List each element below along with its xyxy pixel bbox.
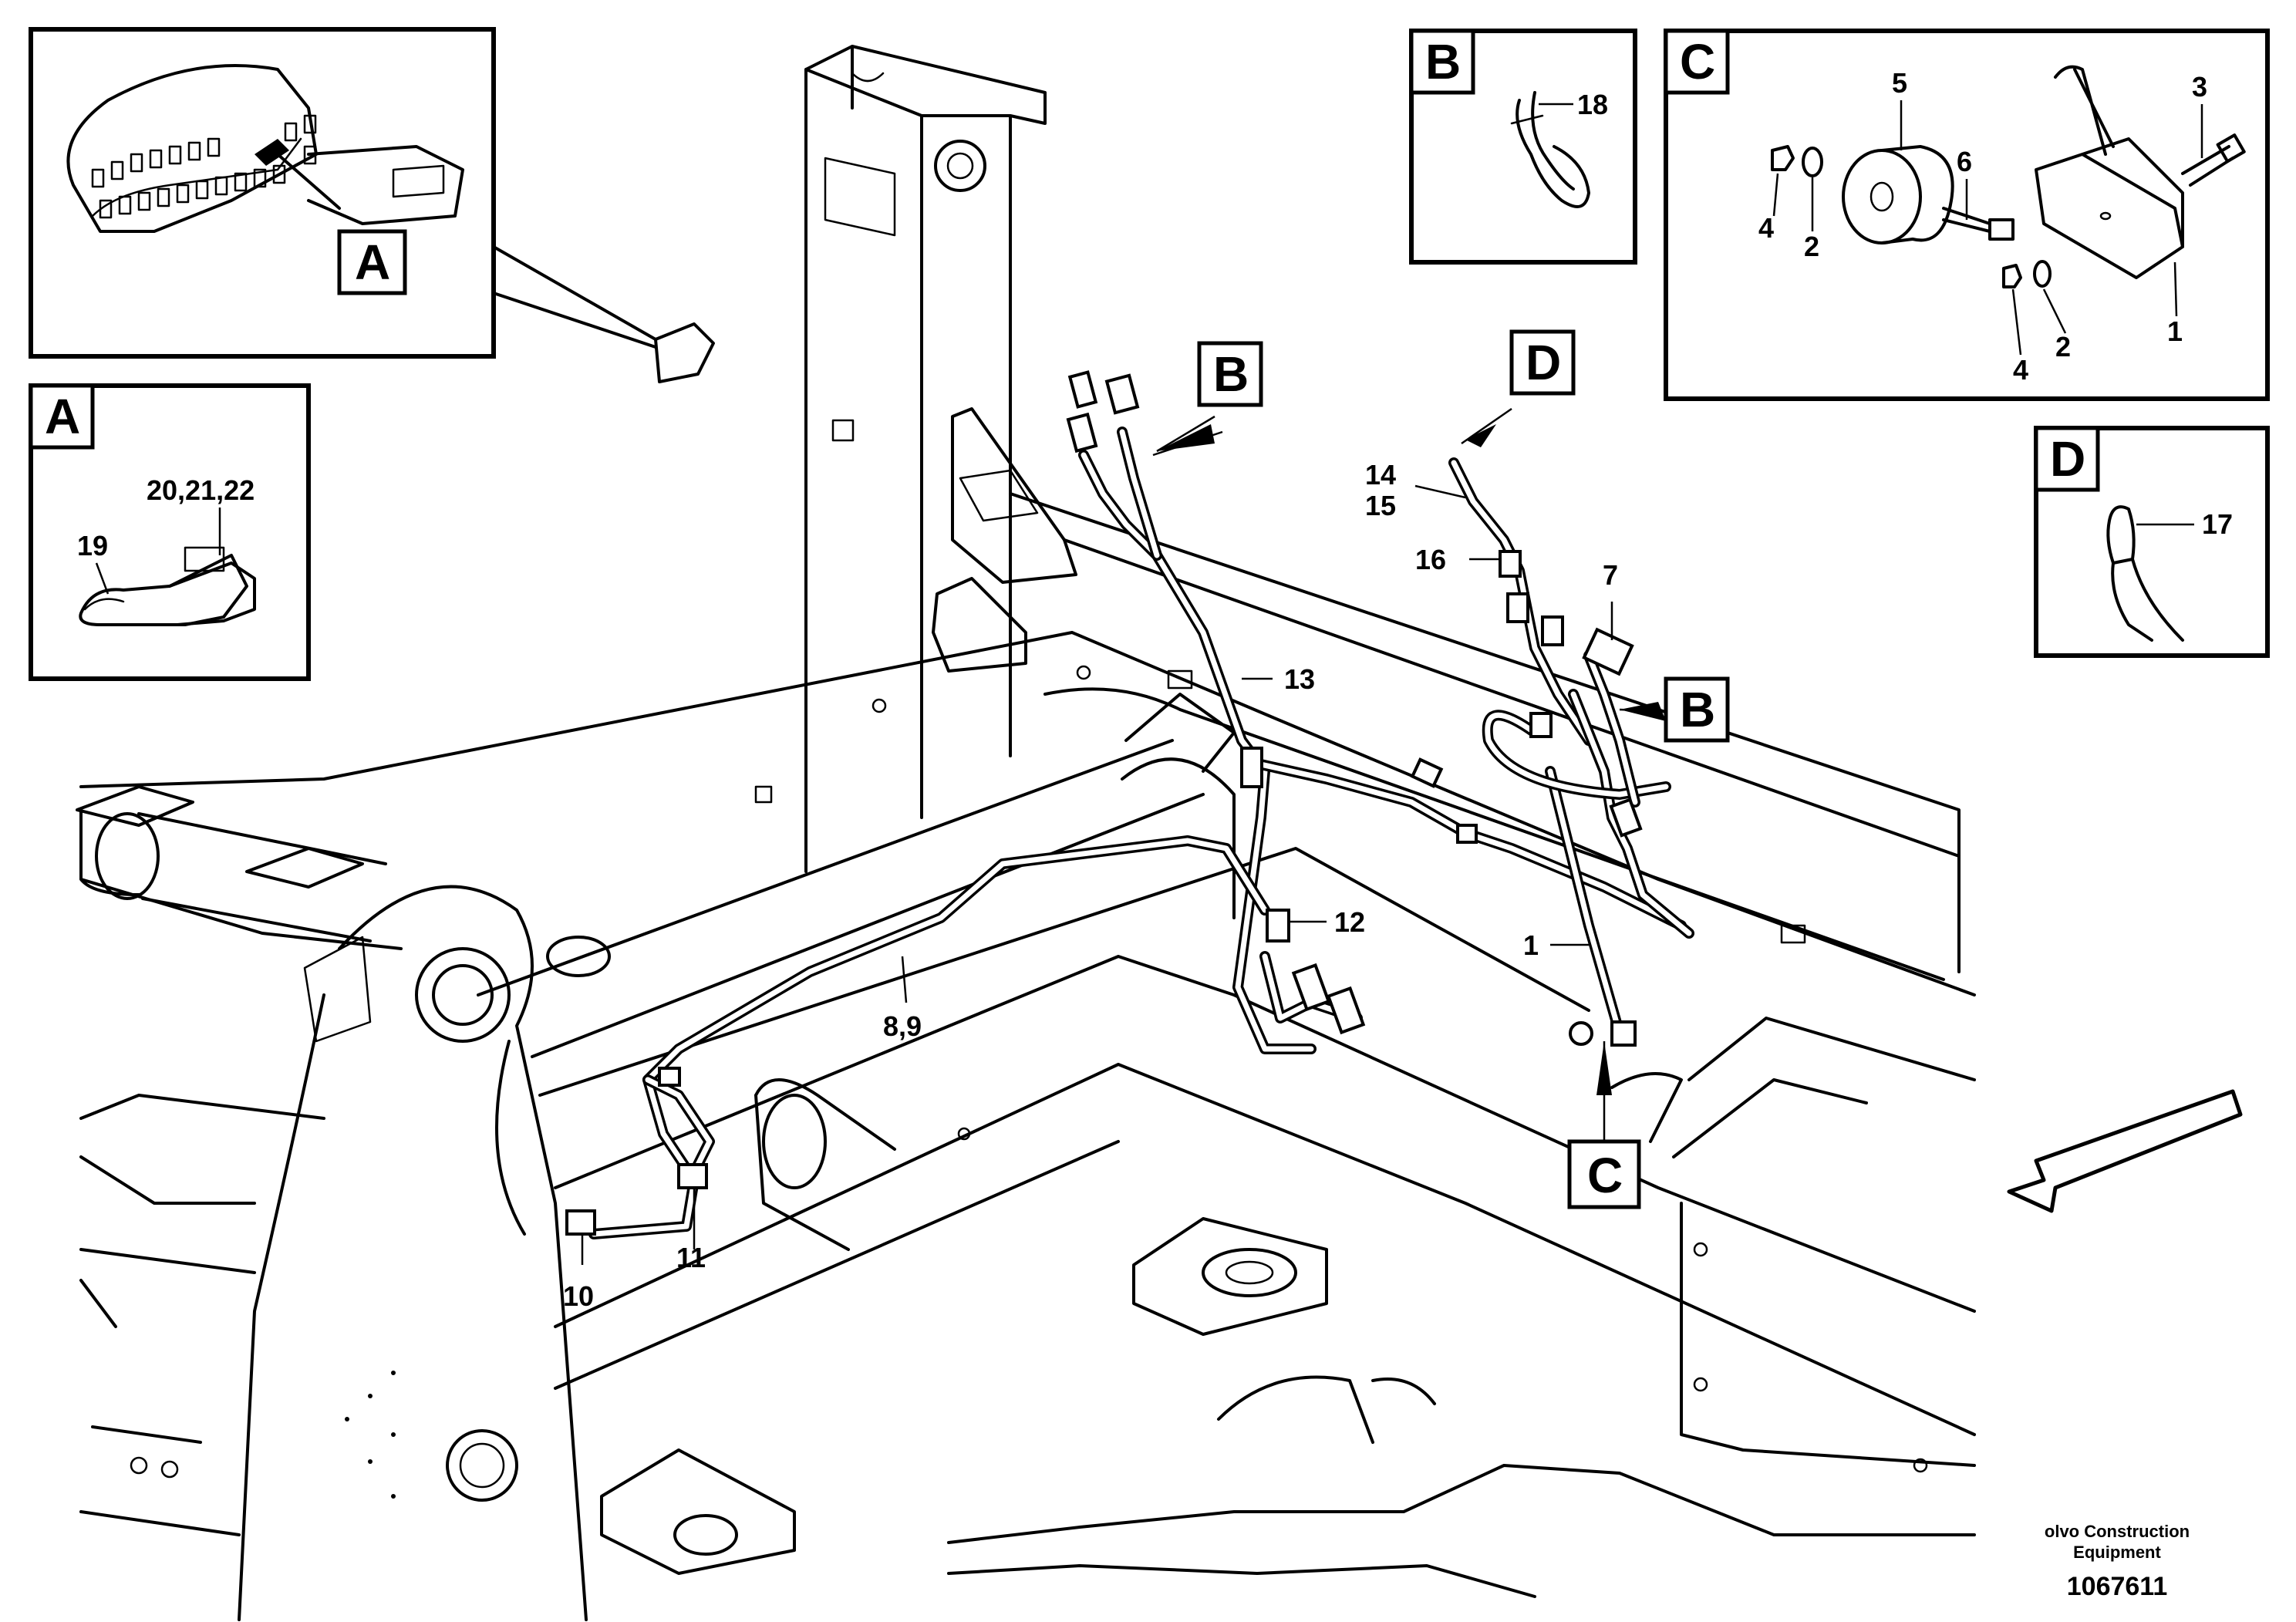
callout-4b: 4 <box>2013 354 2028 386</box>
main-callouts: 13 12 8,9 10 11 1 14 15 16 7 <box>563 459 1618 1312</box>
callout-8-9: 8,9 <box>883 1010 922 1042</box>
callout-17: 17 <box>2202 508 2233 540</box>
callout-16: 16 <box>1415 544 1446 575</box>
callout-5: 5 <box>1892 67 1907 99</box>
wiring-harness <box>565 370 1694 1239</box>
callout-19: 19 <box>77 530 108 561</box>
view-letter-c-detail: C <box>1680 34 1715 89</box>
drawing-number: 1067611 <box>2067 1572 2168 1601</box>
view-letter-a-main: A <box>355 234 390 290</box>
machine-frame-drawing <box>76 45 1976 1621</box>
main-view-letters: B D B C <box>1197 329 1730 1209</box>
dashboard-switch-grid <box>91 114 317 219</box>
callout-11: 11 <box>676 1242 706 1273</box>
view-letter-d-main: D <box>1526 335 1561 390</box>
callout-7: 7 <box>1603 559 1618 591</box>
callout-13: 13 <box>1284 663 1315 695</box>
view-letter-c-main: C <box>1587 1148 1623 1203</box>
callout-2b: 2 <box>2055 331 2071 363</box>
publisher-name: olvo Construction <box>2045 1522 2190 1541</box>
view-letter-b-main-1: B <box>1213 346 1249 402</box>
callout-12: 12 <box>1334 906 1365 938</box>
detail-a-panel: A 19 20,21,22 <box>29 383 311 681</box>
boom-holes <box>345 1371 396 1499</box>
callout-18: 18 <box>1577 89 1608 120</box>
callout-14: 14 <box>1365 459 1396 491</box>
view-arrows <box>1156 407 1666 1141</box>
callout-2a: 2 <box>1804 231 1819 262</box>
callout-20-21-22: 20,21,22 <box>147 474 255 506</box>
view-letter-a-detail: A <box>45 389 80 444</box>
leader-lines <box>581 430 1613 1265</box>
detail-b-panel: B 18 <box>1409 29 1637 265</box>
direction-arrow-icon <box>2007 1089 2243 1213</box>
detail-d-panel: D 17 <box>2034 426 2270 658</box>
view-letter-b-detail: B <box>1425 34 1461 89</box>
callout-1-main: 1 <box>1523 929 1539 961</box>
dashboard-inset <box>29 27 715 383</box>
callout-1-detail: 1 <box>2167 315 2183 347</box>
publisher-name-line2: Equipment <box>2073 1543 2161 1562</box>
callout-10: 10 <box>563 1280 594 1312</box>
callout-15: 15 <box>1365 490 1396 521</box>
callout-4a: 4 <box>1758 212 1774 244</box>
detail-c-panel: C 5 3 6 4 2 4 2 1 <box>1664 29 2270 401</box>
view-letter-b-main-2: B <box>1680 682 1715 737</box>
callout-3: 3 <box>2192 71 2207 103</box>
footer: olvo Construction Equipment 1067611 <box>2045 1522 2190 1601</box>
view-letter-d-detail: D <box>2050 431 2085 487</box>
callout-6: 6 <box>1957 146 1972 177</box>
